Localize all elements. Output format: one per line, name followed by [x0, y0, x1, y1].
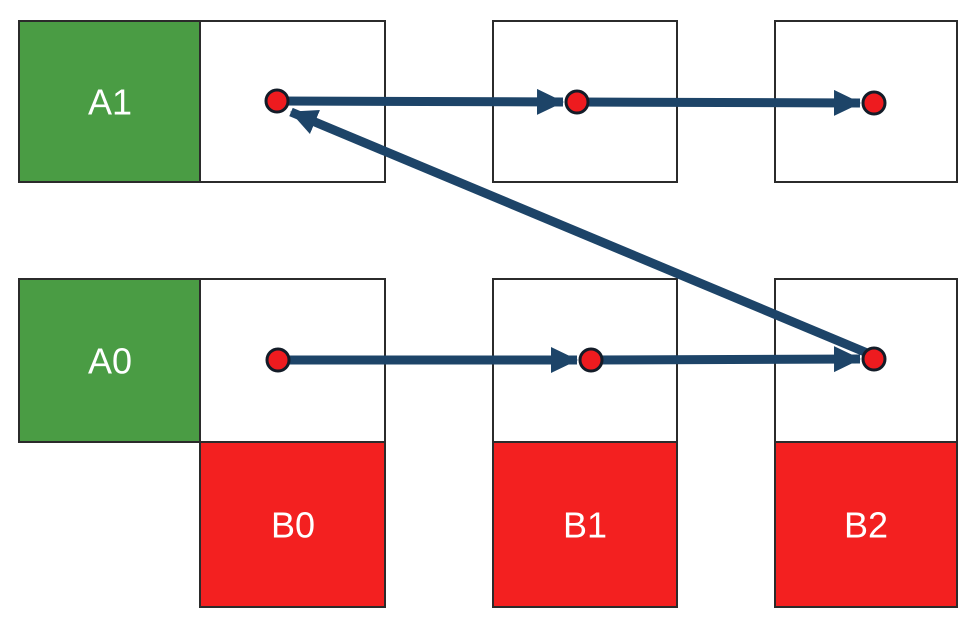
arrow-bottom-2-to-3 — [590, 346, 861, 373]
label-a1: A1 — [88, 82, 132, 123]
box-b2 — [774, 441, 958, 608]
top-dot-2 — [564, 89, 590, 115]
bottom-dot-2 — [578, 347, 604, 373]
label-a0: A0 — [88, 341, 132, 382]
label-b2: B2 — [844, 505, 888, 546]
bottom-dot-3 — [861, 346, 887, 372]
box-b0 — [199, 441, 386, 608]
box-a1 — [18, 20, 201, 183]
top-dot-1 — [264, 88, 290, 114]
top-dot-3 — [861, 90, 887, 116]
arrow-diagonal-b2-to-a1 — [289, 107, 874, 360]
bottom-dot-1 — [265, 347, 291, 373]
label-b1: B1 — [563, 505, 607, 546]
box-b1 — [492, 441, 678, 608]
label-b0: B0 — [271, 505, 315, 546]
arrow-top-2-to-3 — [576, 89, 861, 116]
arrow-top-1-to-2 — [276, 88, 564, 115]
box-a0 — [18, 278, 201, 443]
